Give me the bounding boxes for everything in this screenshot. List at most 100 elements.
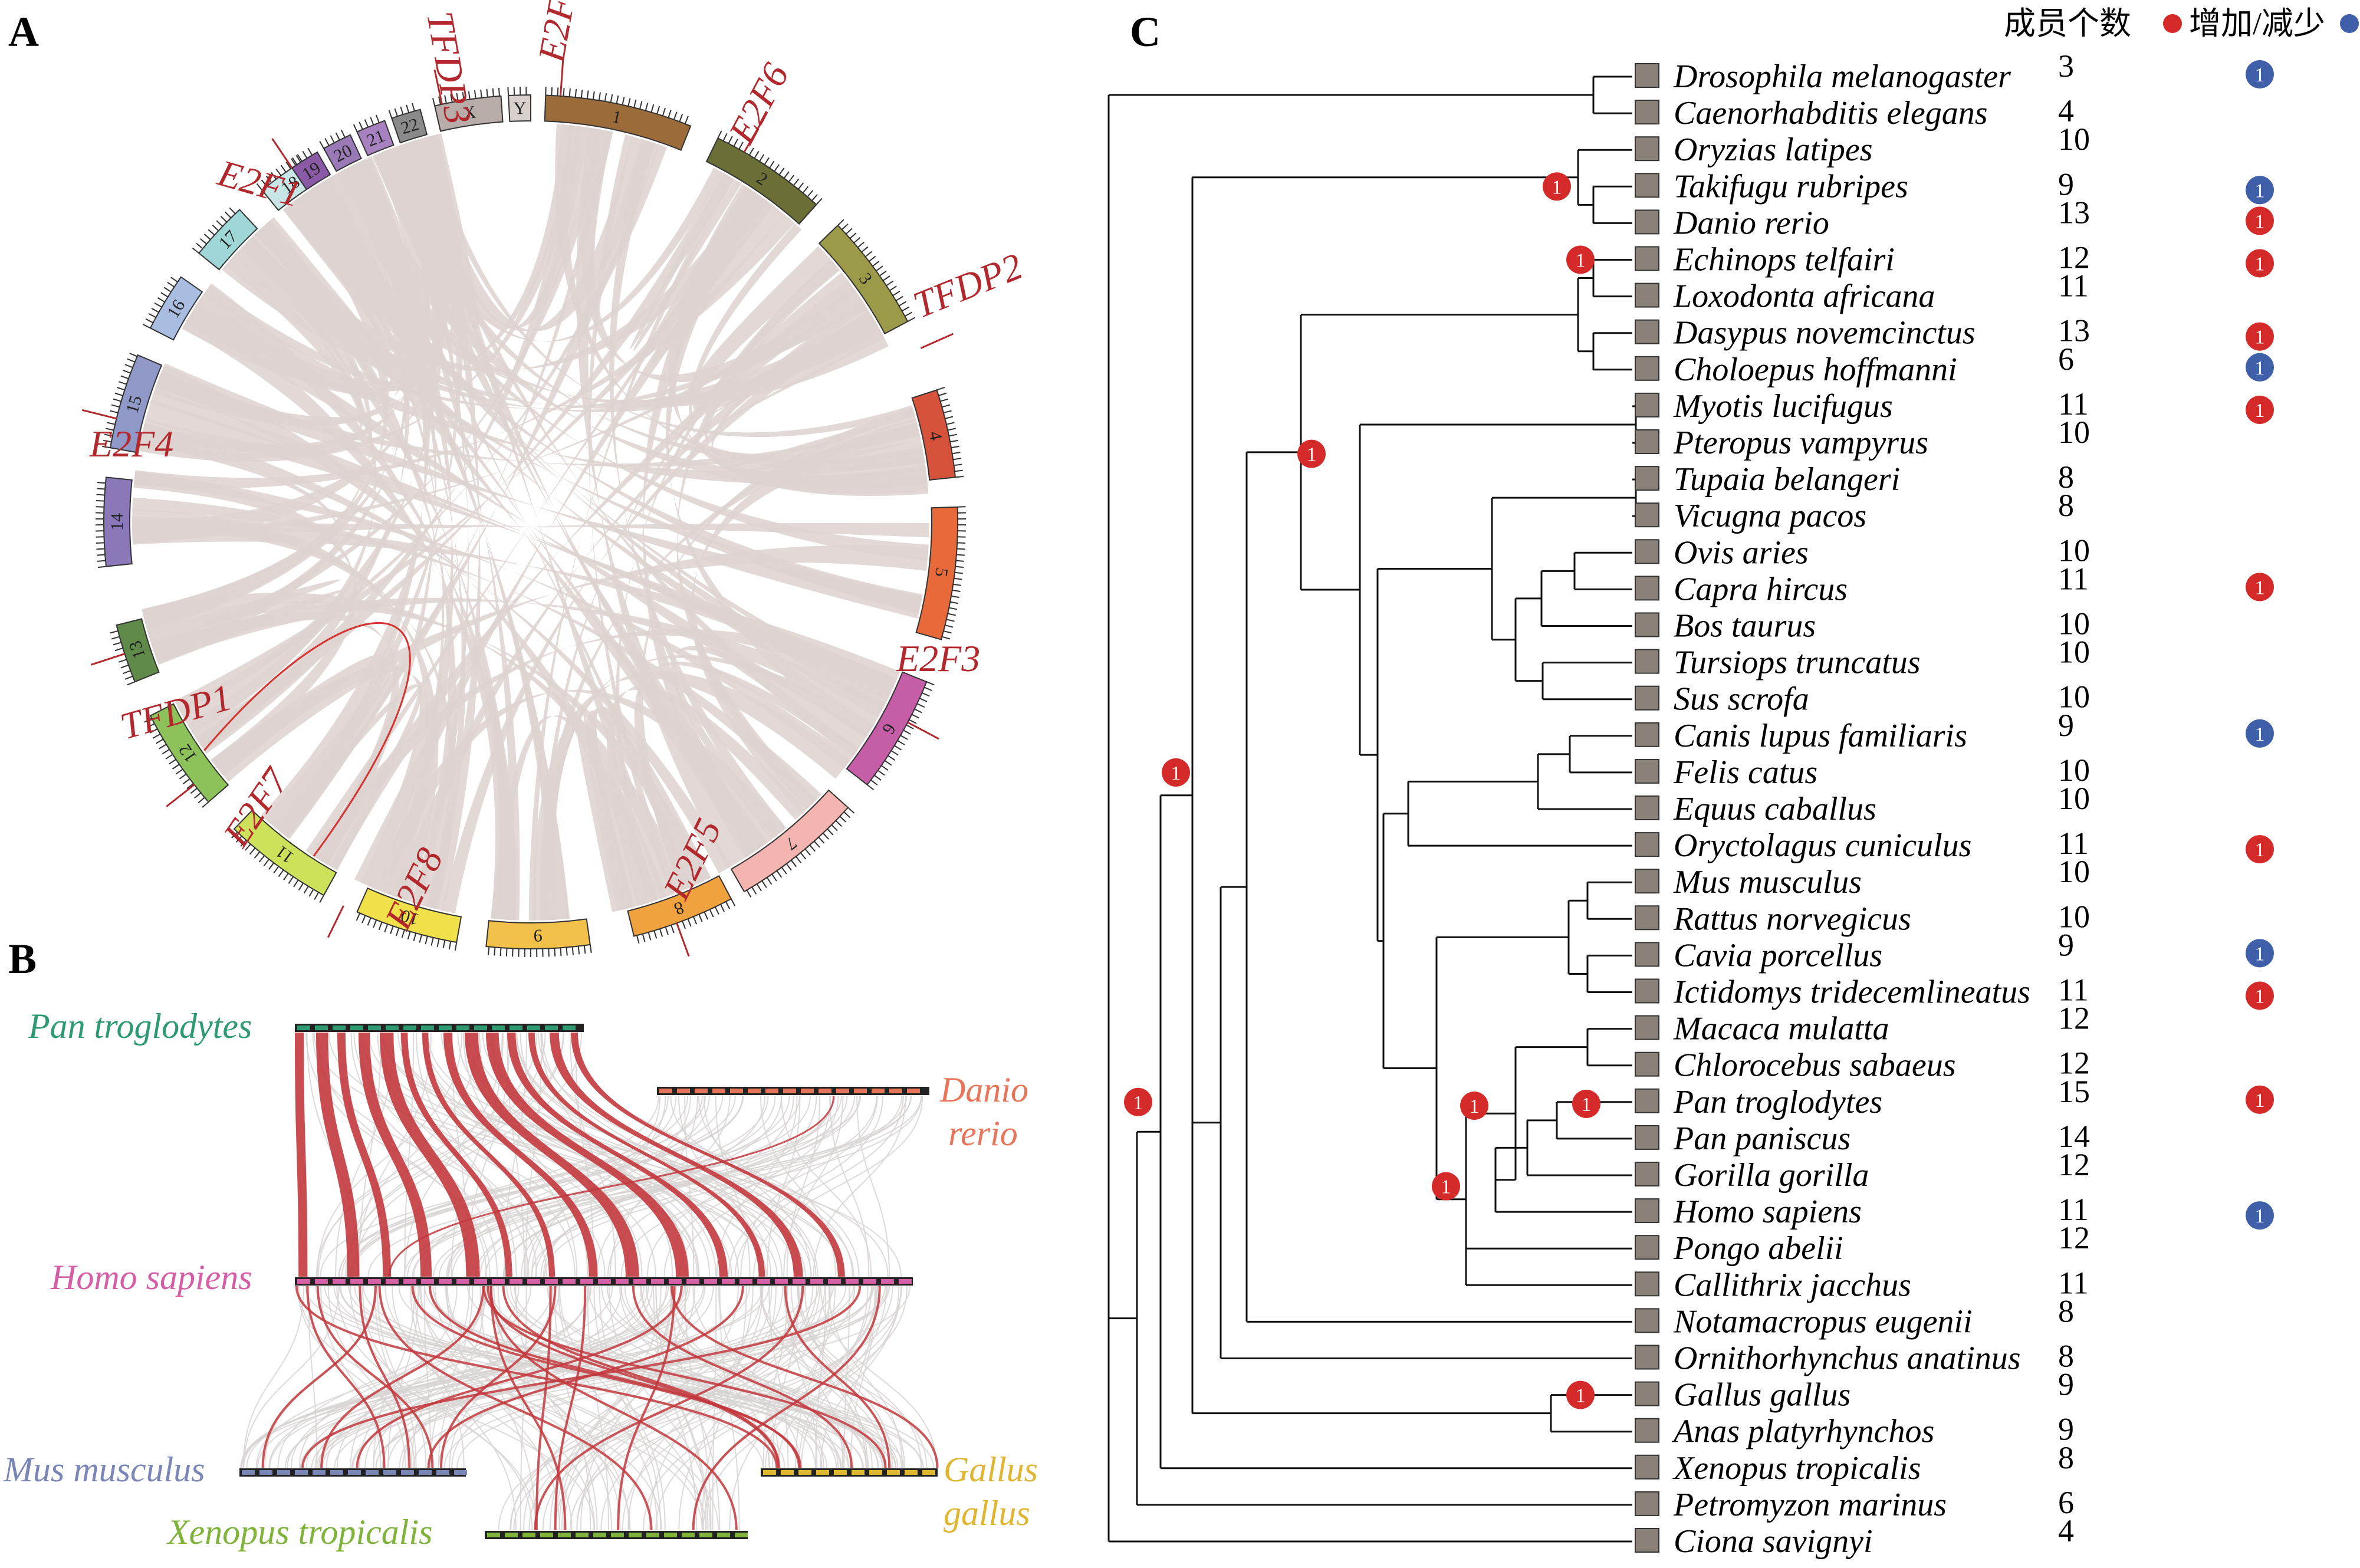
synteny-link	[388, 1095, 835, 1277]
chromosome-13	[116, 618, 160, 683]
species-label-gallus: Gallus	[944, 1450, 1038, 1489]
member-count: 9	[2058, 708, 2074, 743]
species-name: Myotis lucifugus	[1673, 388, 1893, 425]
synteny-link	[599, 1286, 666, 1531]
gene-marker-e2f2	[560, 60, 564, 96]
member-count: 3	[2058, 48, 2074, 84]
chromosome-x	[433, 95, 504, 132]
member-count: 10	[2058, 752, 2090, 788]
synteny-link	[295, 1286, 778, 1468]
synteny-link	[842, 1286, 876, 1468]
circos-highlight-link	[203, 622, 411, 857]
synteny-link	[435, 1286, 631, 1531]
species-thumbnail	[1635, 1308, 1659, 1333]
node-gain-event	[1460, 1092, 1488, 1120]
gain-marker-label: 1	[2255, 839, 2265, 861]
chromosome-15	[109, 354, 163, 453]
synteny-link	[412, 1095, 908, 1277]
species-label-mus-musculus: Mus musculus	[3, 1450, 205, 1489]
chromosome-16	[149, 276, 203, 341]
synteny-link	[784, 1286, 891, 1468]
species-name: Pan paniscus	[1673, 1120, 1850, 1157]
chromosome-y	[508, 94, 531, 122]
chromosome-ticks-22	[388, 103, 415, 119]
chromosome-label-9: 9	[533, 926, 543, 945]
synteny-link	[550, 1033, 803, 1277]
synteny-link	[407, 1095, 801, 1277]
synteny-link	[337, 1033, 392, 1277]
gain-marker	[2246, 206, 2274, 235]
species-label-xenopus-tropicalis: Xenopus tropicalis	[166, 1513, 432, 1551]
species-name: Capra hircus	[1674, 571, 1848, 607]
synteny-link	[295, 1033, 308, 1277]
synteny-link	[523, 1286, 696, 1531]
species-thumbnail	[1635, 466, 1659, 491]
gene-label-e2f6: E2F6	[720, 57, 797, 151]
synteny-link	[670, 1286, 939, 1468]
gene-marker-e2f7	[166, 784, 195, 807]
member-count: 14	[2058, 1119, 2090, 1154]
synteny-link	[692, 1286, 881, 1531]
synteny-track-xenopus	[485, 1531, 748, 1539]
synteny-link	[734, 1095, 904, 1277]
synteny-link	[510, 1286, 837, 1468]
species-name: Homo sapiens	[1673, 1194, 1862, 1230]
synteny-link	[359, 1286, 411, 1468]
species-thumbnail	[1635, 612, 1659, 637]
synteny-track-homo	[295, 1277, 913, 1286]
chromosome-ticks-4	[936, 386, 964, 478]
header-gain-dot	[2163, 14, 2182, 33]
synteny-link	[740, 1095, 831, 1277]
member-count: 6	[2058, 341, 2074, 377]
species-name: Canis lupus familiaris	[1674, 718, 1967, 754]
loss-marker	[2246, 353, 2274, 382]
member-count: 8	[2058, 1440, 2074, 1475]
synteny-link	[728, 1095, 883, 1277]
circos-link	[277, 684, 422, 870]
species-name: Chlorocebus sabaeus	[1674, 1047, 1956, 1084]
species-thumbnail	[1635, 1162, 1659, 1186]
synteny-link	[655, 1286, 879, 1531]
tree-row-xenopus-tropicalis: Xenopus tropicalis 8	[1635, 1440, 2074, 1487]
species-name: Xenopus tropicalis	[1672, 1450, 1921, 1487]
member-count: 10	[2058, 781, 2090, 816]
gain-marker	[2246, 1085, 2274, 1114]
synteny-link	[510, 1286, 803, 1531]
synteny-link	[702, 1286, 902, 1531]
species-thumbnail	[1635, 173, 1659, 198]
gene-label-tfdp3: TFDP3	[419, 8, 479, 127]
synteny-link	[587, 1286, 609, 1531]
synteny-link	[620, 1095, 877, 1277]
synteny-link	[261, 1286, 377, 1468]
synteny-link	[684, 1095, 695, 1277]
synteny-link	[576, 1286, 773, 1531]
synteny-link	[767, 1095, 801, 1277]
species-thumbnail	[1635, 1491, 1659, 1516]
panel-label-c: C	[1130, 8, 1161, 55]
synteny-link	[255, 1286, 532, 1468]
species-thumbnail	[1635, 1051, 1659, 1077]
gain-marker-label: 1	[2255, 1090, 2265, 1112]
node-gain-event	[1162, 758, 1190, 787]
circos-link	[574, 714, 645, 912]
member-count: 4	[2058, 93, 2074, 129]
loss-marker	[2246, 60, 2274, 88]
synteny-link	[521, 1095, 691, 1277]
synteny-link	[243, 1286, 340, 1468]
synteny-link	[382, 1032, 902, 1277]
species-name: Caenorhabditis elegans	[1674, 95, 1988, 132]
synteny-link	[419, 1286, 662, 1531]
synteny-link	[535, 1286, 552, 1531]
species-name: Bos taurus	[1674, 608, 1816, 645]
species-name: Equus caballus	[1673, 791, 1876, 827]
synteny-link	[443, 1033, 598, 1277]
member-count: 12	[2058, 1046, 2090, 1081]
member-count: 11	[2058, 386, 2089, 422]
synteny-link	[559, 1286, 704, 1531]
